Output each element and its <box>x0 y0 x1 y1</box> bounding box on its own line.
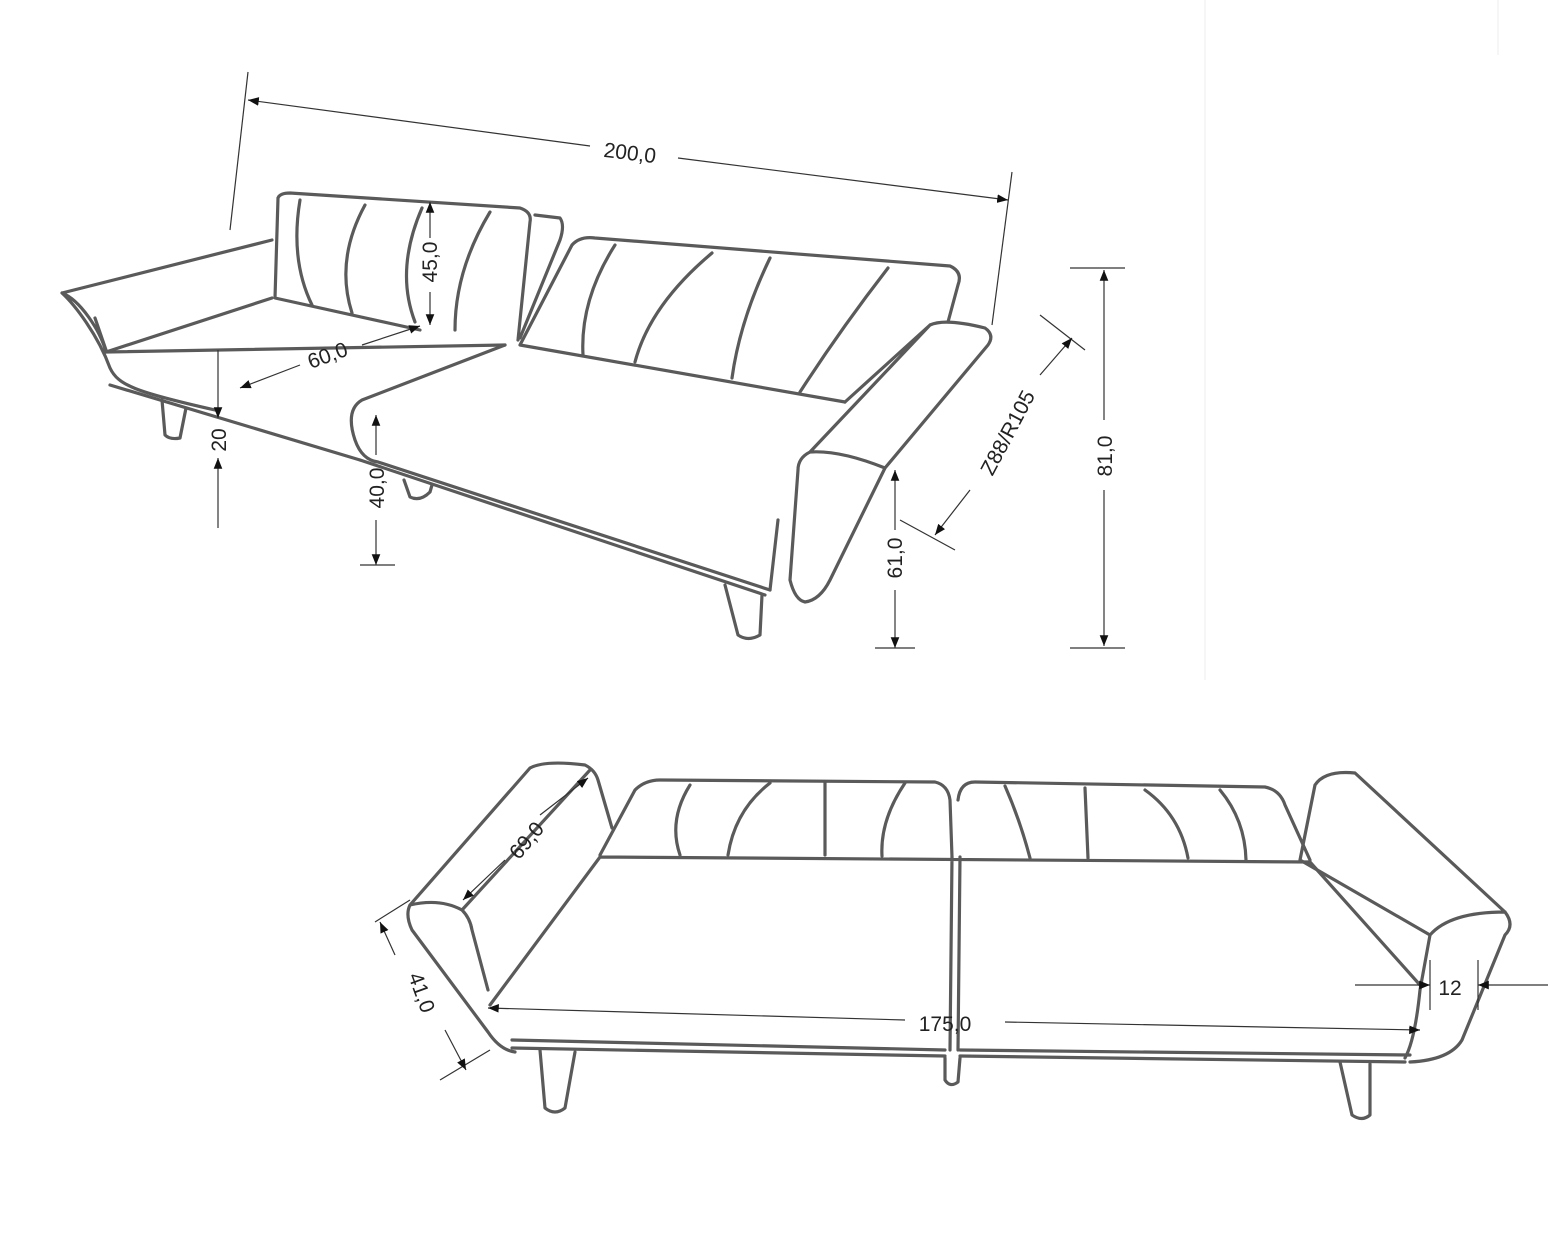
left-backrest <box>273 191 565 342</box>
sofa-top-view <box>60 191 993 641</box>
right-seat <box>349 343 772 597</box>
right-arm <box>1298 770 1512 1064</box>
legs <box>538 1048 1372 1121</box>
left-seat <box>104 343 507 462</box>
right-arm <box>768 320 993 604</box>
left-backrest-seams <box>295 198 492 332</box>
backrests <box>598 778 1312 862</box>
dimension-arm-height: 61,0 <box>884 538 907 579</box>
dimension-seat-height: 40,0 <box>366 468 389 509</box>
dimension-total-height: 81,0 <box>1094 436 1117 477</box>
bed-surface <box>488 855 1422 1064</box>
dimension-total-width: 200,0 <box>602 139 657 168</box>
dimension-arm-height: 41,0 <box>403 970 439 1016</box>
right-backrest-seams <box>581 243 890 394</box>
dimension-backrest-height: 45,0 <box>419 242 442 283</box>
dimension-arm-width: 12 <box>1438 977 1461 1000</box>
dimension-seat-depth: 60,0 <box>305 338 351 374</box>
dimension-overall-depth: Z88/R105 <box>976 387 1040 479</box>
left-arm <box>406 761 614 1054</box>
left-arm <box>60 238 274 412</box>
backrest-seams <box>674 780 1248 862</box>
legs <box>160 398 764 641</box>
dimension-leg-height: 20 <box>208 428 231 451</box>
dimension-seat-width: 175,0 <box>919 1013 972 1036</box>
right-backrest <box>518 236 961 404</box>
sofa-bed-view <box>406 761 1512 1121</box>
